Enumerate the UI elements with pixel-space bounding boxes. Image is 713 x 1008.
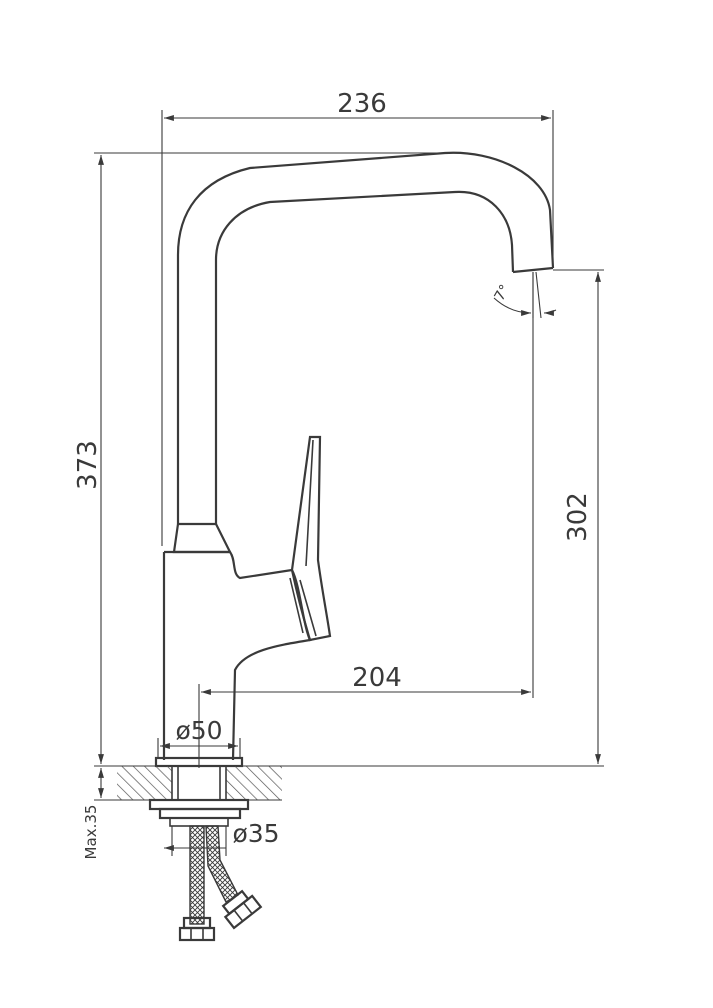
dim-hole-label: ø35 <box>232 819 279 848</box>
mounting-nut <box>158 807 242 820</box>
countertop-hatch-left <box>117 766 172 800</box>
dim-overall-width: 236 <box>161 89 554 546</box>
dim-overall-height: 373 <box>73 152 445 764</box>
handle-lever <box>290 435 332 642</box>
mounting-washer <box>148 798 250 811</box>
hose-nut-straight <box>178 926 216 942</box>
dim-counter-thickness: Max.35 <box>82 765 117 860</box>
dim-spout-height: 302 <box>242 269 604 767</box>
handle-highlight <box>289 439 317 637</box>
spout-inner-edge <box>214 190 515 524</box>
supply-hoses <box>178 825 263 942</box>
countertop <box>117 765 282 827</box>
swivel-collar <box>172 522 232 554</box>
supply-hose-straight <box>189 825 205 925</box>
angle-arc-right <box>543 309 557 316</box>
dim-base-diameter: ø50 <box>157 716 241 758</box>
dim-height-label: 373 <box>73 440 103 490</box>
mounting-shank <box>171 765 227 801</box>
faucet-outline <box>154 151 555 768</box>
angle-spout-ref <box>535 271 542 319</box>
dim-spout-reach: 204 <box>198 272 534 768</box>
angle-arc-left <box>493 297 532 316</box>
countertop-hatch-right <box>226 766 282 800</box>
spout-tip <box>512 266 554 274</box>
dim-spout-height-label: 302 <box>563 492 593 542</box>
spout-outer-edge <box>176 151 555 524</box>
dim-spout-angle: 7° <box>492 271 557 319</box>
dim-width-label: 236 <box>337 89 387 119</box>
dim-reach-label: 204 <box>352 663 402 693</box>
dim-counter-label: Max.35 <box>82 805 100 860</box>
angle-label: 7° <box>492 282 514 304</box>
hose-nut-angled <box>221 889 263 930</box>
mounting-nut-lower <box>169 817 229 827</box>
dim-base-label: ø50 <box>175 716 222 745</box>
dim-hole-diameter: ø35 <box>164 819 280 856</box>
